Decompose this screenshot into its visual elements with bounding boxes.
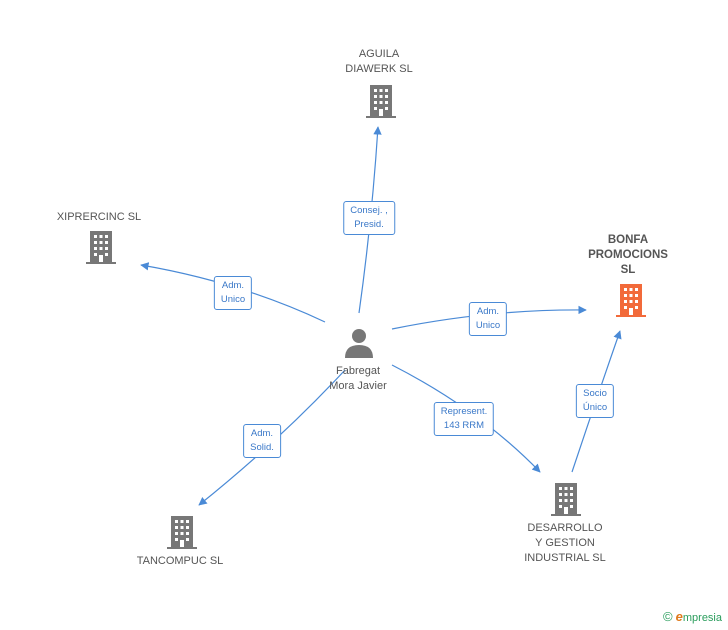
edge-label-to-aguila[interactable]: Consej. , Presid. (343, 201, 395, 235)
copyright-symbol: © (662, 609, 673, 624)
brand-name: mpresia (682, 612, 722, 624)
edge-label-to-bonfa[interactable]: Adm. Unico (468, 302, 508, 336)
edge-label-to-tancompuc[interactable]: Adm. Solid. (243, 424, 281, 458)
node-xiprercinc-label: XIPRERCINC SL (56, 211, 142, 223)
edges (140, 126, 622, 506)
node-tancompuc-label: TANCOMPUC SL (136, 555, 224, 567)
edge-label-to-desarrollo[interactable]: Represent. 143 RRM (433, 402, 495, 436)
node-aguila-icon[interactable] (366, 85, 396, 118)
person-icon[interactable] (345, 329, 373, 358)
brand-initial: e (675, 609, 683, 624)
node-desarrollo-icon[interactable] (551, 483, 581, 516)
node-desarrollo-label: DESARROLLO Y GESTION INDUSTRIAL SL (524, 522, 606, 564)
node-aguila-label: AGUILA DIAWERK SL (345, 48, 413, 75)
node-tancompuc-icon[interactable] (167, 516, 197, 549)
edge-label-to-xiprercinc[interactable]: Adm. Unico (213, 276, 253, 310)
node-xiprercinc-icon[interactable] (86, 231, 116, 264)
node-bonfa-label: BONFA PROMOCIONS SL (588, 234, 668, 276)
empresia-watermark: © empresia (663, 609, 722, 624)
node-bonfa-icon[interactable] (616, 284, 646, 317)
edge-label-desarrollo-to-bonfa[interactable]: Socio Único (575, 384, 615, 418)
node-person-label: Fabregat Mora Javier (329, 365, 387, 392)
